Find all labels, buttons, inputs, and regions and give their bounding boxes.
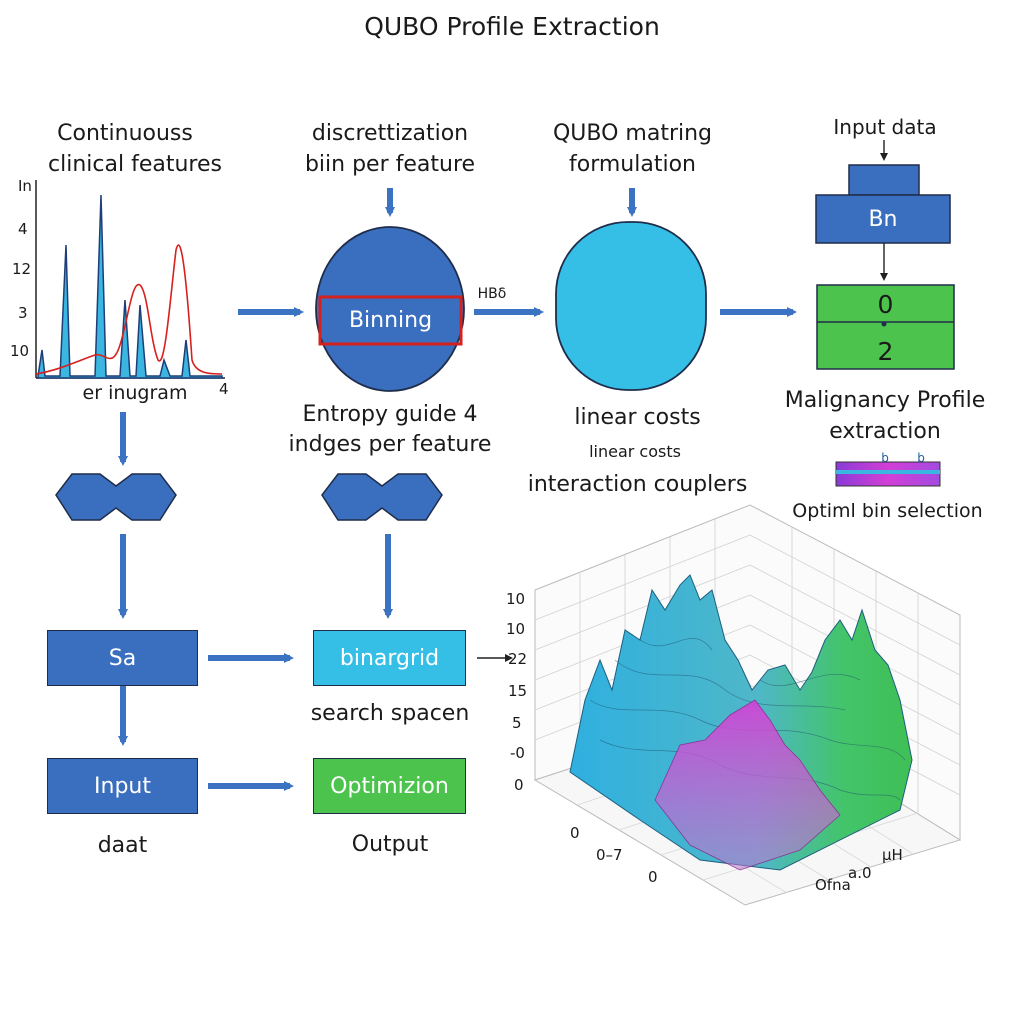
green-box-top-value: 0 xyxy=(877,290,894,319)
green-output-box xyxy=(816,284,955,370)
x-tick: 0 xyxy=(648,868,658,886)
search-space-caption: search spacen xyxy=(310,701,470,726)
input-data-label: Input data xyxy=(833,115,937,139)
plot-x-tick: 4 xyxy=(219,380,229,398)
binargrid-box[interactable]: binargrid xyxy=(313,630,466,686)
linear-costs-small-label: linear costs xyxy=(589,442,681,461)
bar-tick: b xyxy=(917,451,925,465)
optimization-box[interactable]: Optimizion xyxy=(313,758,466,814)
col1-heading-line2: clinical features xyxy=(48,152,222,177)
histogram-peaks xyxy=(37,194,223,379)
plot-tick: 3 xyxy=(18,304,28,322)
qubo-shape xyxy=(555,221,707,391)
bn-box-label[interactable]: Bn xyxy=(868,207,898,232)
linear-costs-label: linear costs xyxy=(574,405,701,430)
output-caption: Output xyxy=(351,832,429,857)
histogram-plot xyxy=(35,180,225,379)
interaction-couplers-label: interaction couplers xyxy=(527,472,748,497)
z-tick: 0 xyxy=(514,776,524,794)
surface-plot xyxy=(533,504,962,906)
col2-caption-line1: Entropy guide 4 xyxy=(302,402,478,427)
plot-tick: 12 xyxy=(12,260,32,278)
profile-label-line1: Malignancy Profile xyxy=(784,388,986,413)
z-tick: 15 xyxy=(508,682,528,700)
page-title: QUBO Profile Extraction xyxy=(364,12,660,41)
sa-box[interactable]: Sa xyxy=(47,630,198,686)
hexagon-node-left xyxy=(55,473,177,521)
col2-heading-line1: discrettization xyxy=(311,121,469,146)
x-tick: 0–7 xyxy=(596,846,623,864)
optimal-bin-label: Optiml bin selection xyxy=(792,500,983,522)
x-tick: 0 xyxy=(570,824,580,842)
y-tick: a.0 xyxy=(848,864,872,882)
input-box[interactable]: Input xyxy=(47,758,198,814)
input-data-top-box xyxy=(848,164,920,196)
plot-tick: 4 xyxy=(18,220,28,238)
hb-label: HBδ xyxy=(477,286,507,302)
z-tick: 5 xyxy=(512,714,522,732)
col3-heading-line2: formulation xyxy=(569,152,696,177)
col2-caption-line2: indges per feature xyxy=(288,432,492,457)
z-tick: 10 xyxy=(506,590,526,608)
plot-tick: 10 xyxy=(10,342,30,360)
hexagon-node-middle xyxy=(321,473,443,521)
green-box-bottom-value: 2 xyxy=(877,337,894,366)
bar-tick: b xyxy=(881,451,889,465)
plot-tick: In xyxy=(18,177,32,195)
col1-heading-line1: Continuouss xyxy=(57,121,193,146)
profile-label-line2: extraction xyxy=(829,419,941,444)
density-curve xyxy=(35,244,223,375)
plot-caption: er inugram xyxy=(82,382,188,404)
surface-peak-magenta xyxy=(654,699,841,871)
y-tick: μH xyxy=(882,846,903,864)
y-tick: Ofna xyxy=(815,876,851,894)
z-tick: -0 xyxy=(510,744,525,762)
z-tick: 22 xyxy=(508,650,528,668)
col1-caption-bottom: daat xyxy=(97,833,148,858)
z-tick: 10 xyxy=(506,620,526,638)
col3-heading-line1: QUBO matring xyxy=(552,121,713,146)
binning-circle xyxy=(315,226,465,392)
binning-highlight xyxy=(318,295,463,346)
binning-label: Binning xyxy=(348,308,433,333)
col2-heading-line2: biin per feature xyxy=(304,152,476,177)
